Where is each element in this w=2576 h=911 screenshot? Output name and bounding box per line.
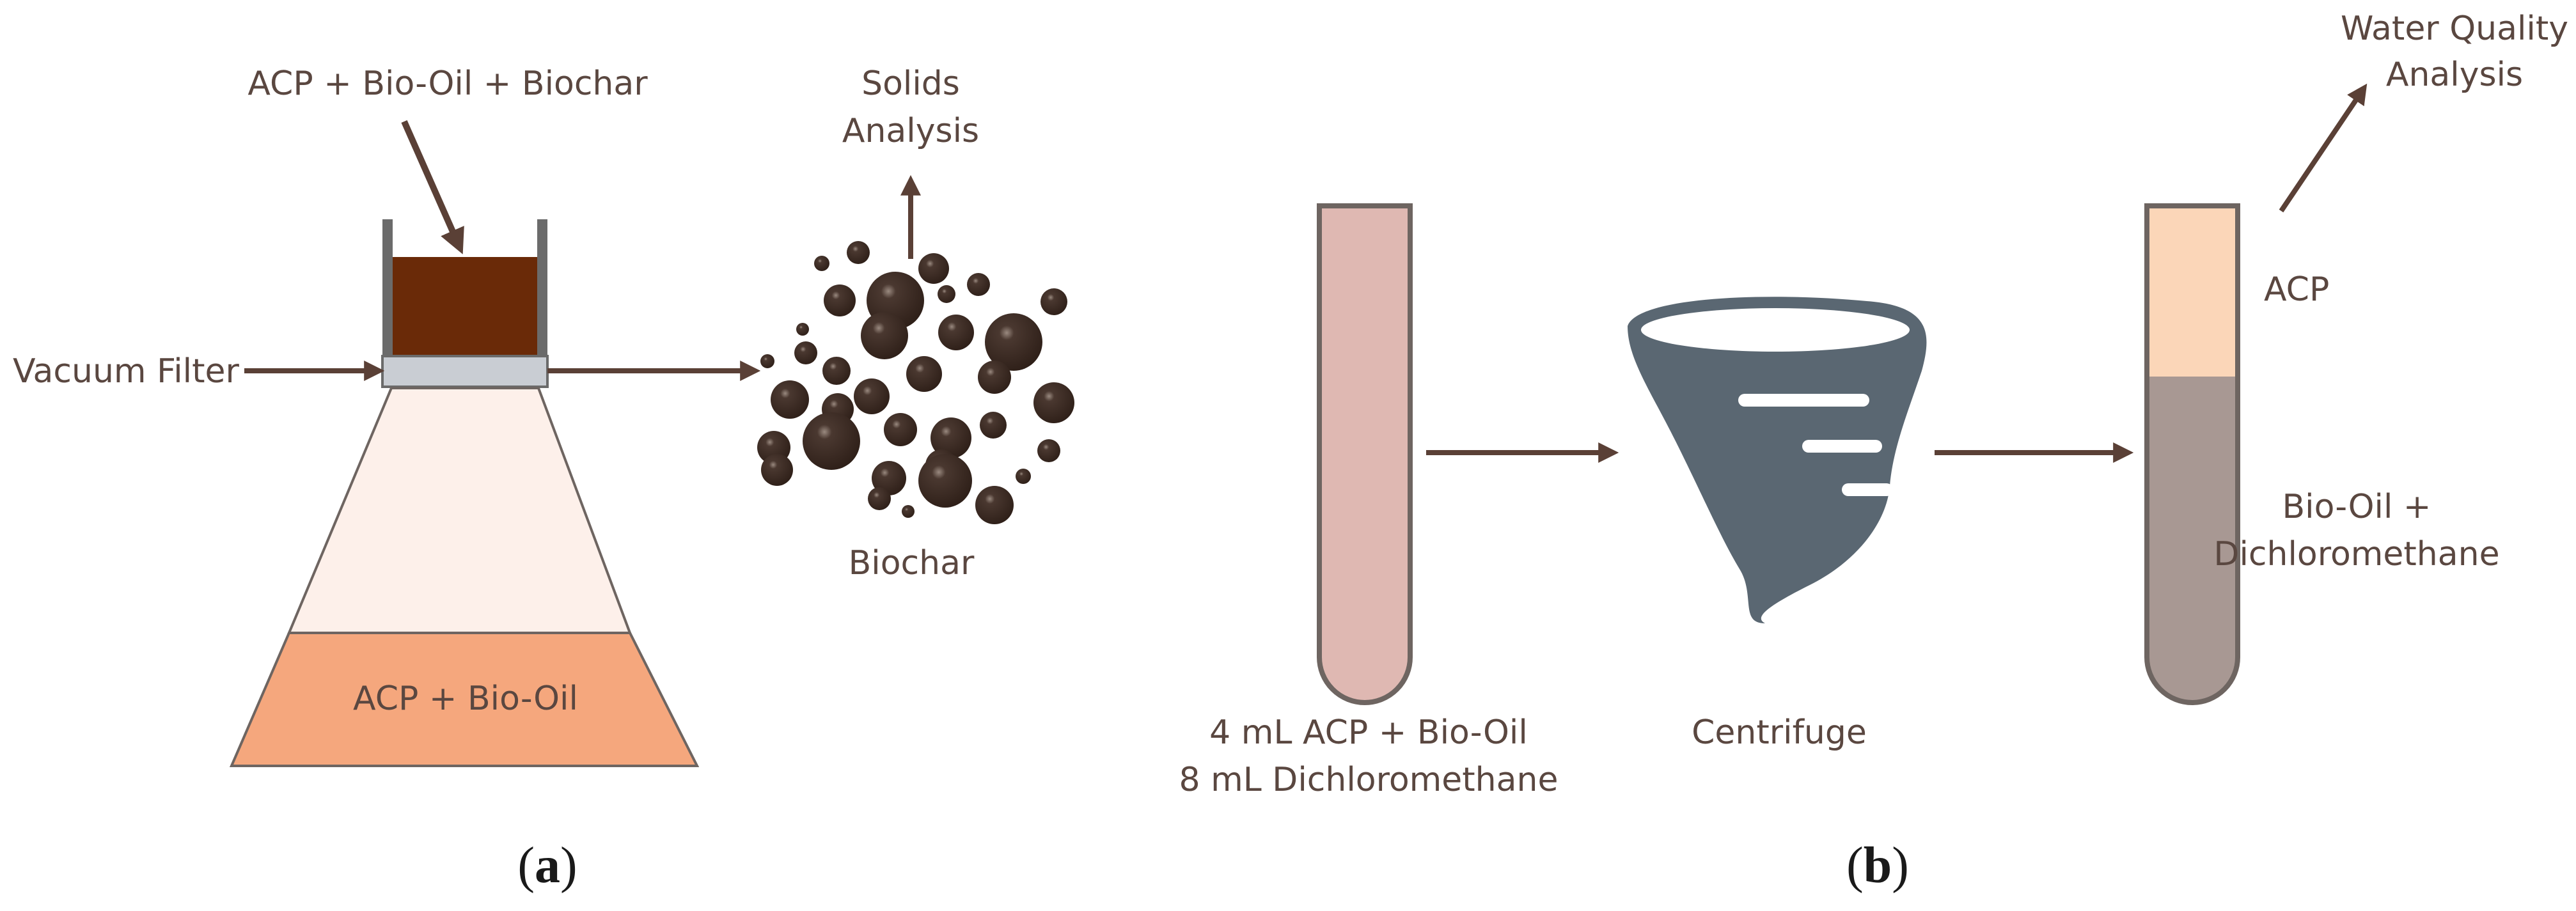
- flask-upper: [287, 387, 632, 634]
- filter-holder-left-wall: [382, 219, 393, 357]
- filter-holder-right-wall: [537, 219, 547, 357]
- panel-a: ACP + Bio-Oil + Biochar Vacuum Filter AC…: [13, 65, 1074, 894]
- centrifuge-icon: [1628, 297, 1927, 623]
- biochar-filter-cake: [393, 257, 537, 357]
- panel-b: 4 mL ACP + Bio-Oil 8 mL Dichloromethane …: [1179, 10, 2568, 894]
- filter-plate: [381, 355, 549, 388]
- bottom-layer-line1: Bio-Oil +: [2282, 488, 2431, 526]
- input-label: ACP + Bio-Oil + Biochar: [247, 65, 648, 103]
- biochar-particles-icon: [757, 241, 1074, 524]
- panel-a-label: (a): [517, 837, 577, 894]
- bottom-layer-line2: Dichloromethane: [2213, 535, 2499, 573]
- solids-label-line1: Solids: [861, 65, 960, 103]
- sample-tube: [1317, 203, 1413, 705]
- water-quality-line1: Water Quality: [2341, 10, 2568, 48]
- flask-liquid-label: ACP + Bio-Oil: [353, 680, 578, 718]
- input-arrow: [401, 120, 464, 254]
- vacuum-filter-label: Vacuum Filter: [13, 352, 239, 391]
- water-quality-line2: Analysis: [2386, 56, 2523, 94]
- flask-liquid: [229, 632, 700, 767]
- biochar-label: Biochar: [849, 544, 975, 582]
- solids-label-line2: Analysis: [842, 112, 979, 150]
- tube-label-line1: 4 mL ACP + Bio-Oil: [1209, 713, 1528, 752]
- separated-tube: [2144, 203, 2240, 705]
- acp-layer-label: ACP: [2264, 270, 2329, 309]
- tube-label-line2: 8 mL Dichloromethane: [1179, 761, 1559, 799]
- panel-b-label: (b): [1846, 837, 1909, 894]
- centrifuge-label: Centrifuge: [1692, 713, 1867, 752]
- water-quality-arrow: [2279, 83, 2368, 213]
